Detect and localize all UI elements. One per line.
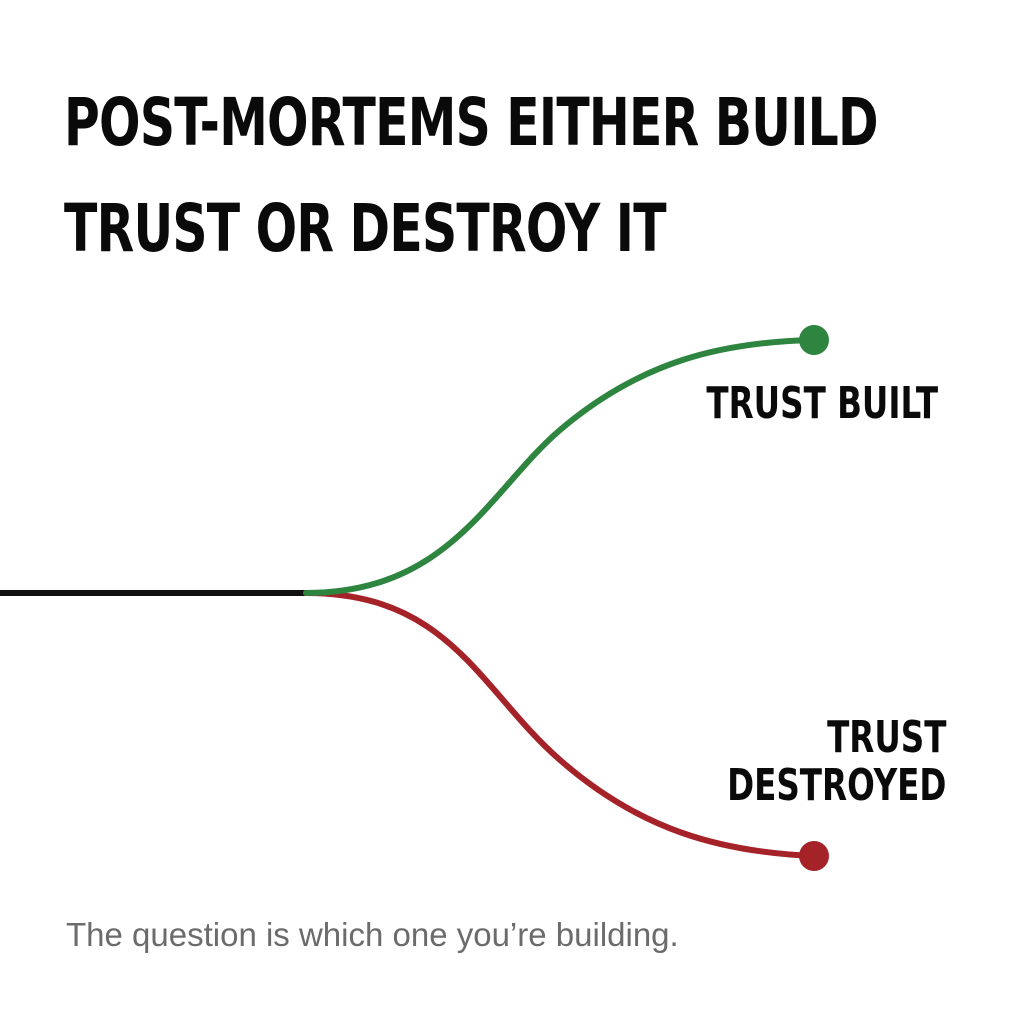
trust-built-path <box>303 337 817 596</box>
trust-destroyed-label-line-2: DESTROYED <box>726 760 946 811</box>
trust-destroyed-label-line-1: TRUST <box>826 712 946 763</box>
trust-built-label: TRUST BUILT <box>706 378 938 429</box>
trust-destroyed-path <box>303 590 817 859</box>
caption: The question is which one you’re buildin… <box>66 916 679 953</box>
trust-destroyed-label: TRUST DESTROYED <box>727 714 946 810</box>
headline-line-2: TRUST OR DESTROY IT <box>64 190 667 267</box>
trust-destroyed-endpoint <box>799 841 829 871</box>
trust-built-endpoint <box>799 325 829 355</box>
